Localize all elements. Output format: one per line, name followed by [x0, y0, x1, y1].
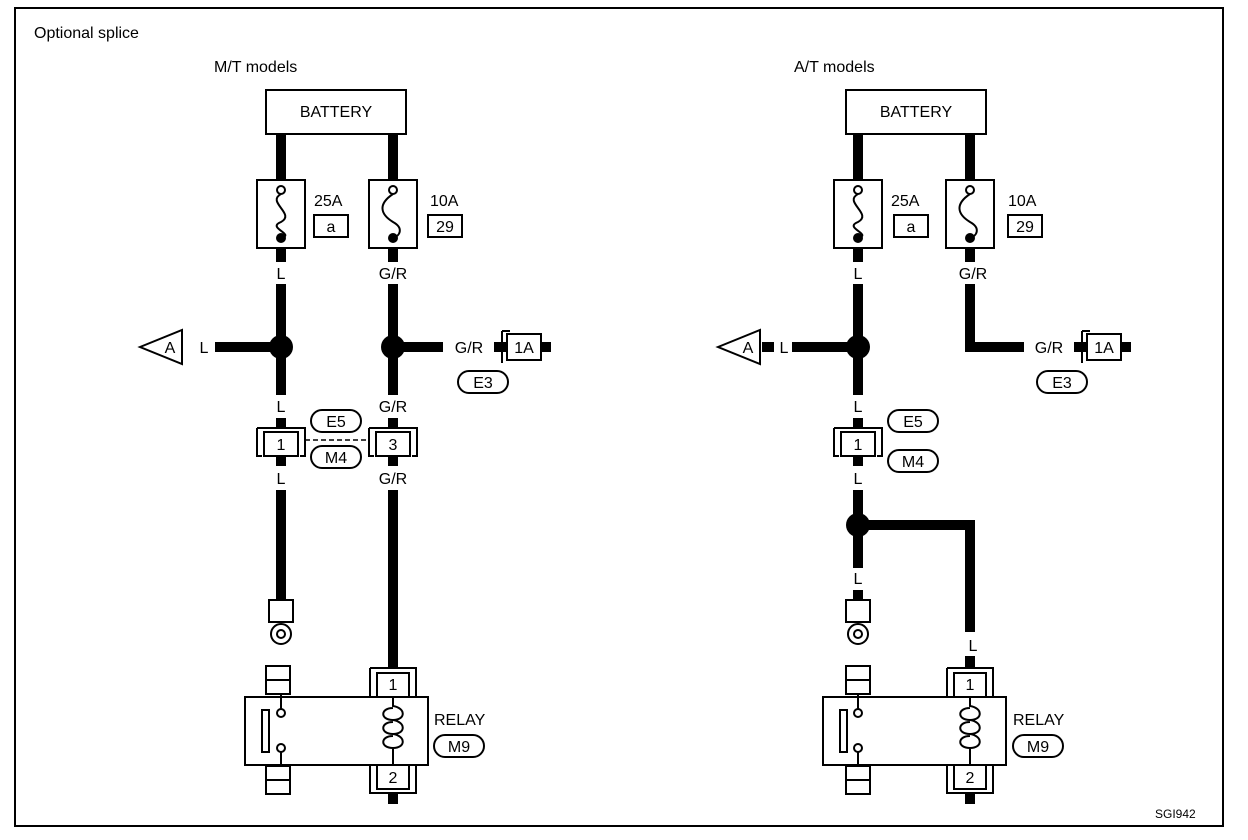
at-arrow-a-label: A [743, 340, 754, 357]
at-connector-1a-label: 1A [1094, 340, 1114, 357]
at-pin-1-label: 1 [854, 437, 863, 454]
mt-wire-label-gr: G/R [379, 399, 407, 416]
at-ground-icon [845, 599, 871, 645]
mt-battery-box [265, 89, 407, 135]
mt-fuse-29-id: 29 [436, 219, 454, 236]
mt-battery-label: BATTERY [300, 104, 373, 121]
at-battery-label: BATTERY [880, 104, 953, 121]
at-wire-label-l: L [854, 399, 863, 416]
mt-connector-m4-badge [310, 445, 362, 469]
at-fuse-10a [945, 179, 995, 249]
mt-wire-label-l: L [277, 266, 286, 283]
at-connector-e5-badge [887, 409, 939, 433]
mt-connector-e3-label: E3 [473, 375, 493, 392]
mt-fuse-a-id: a [327, 219, 336, 236]
mt-connector-e5-badge [310, 409, 362, 433]
mt-relay-pin-1: 1 [389, 677, 398, 694]
mt-fuse-10a-rating: 10A [430, 193, 459, 210]
at-wire-label-l: L [854, 266, 863, 283]
mt-connector-e3-badge [457, 370, 509, 394]
at-fuse-25a [833, 179, 883, 249]
at-wire-label-l: L [854, 471, 863, 488]
at-fuse-29-id: 29 [1016, 219, 1034, 236]
at-connector-e3-label: E3 [1052, 375, 1072, 392]
at-relay [822, 665, 1007, 804]
mt-fuse-a-box [313, 214, 349, 238]
mt-connector-1a [501, 330, 551, 363]
at-wire-label-l: L [854, 571, 863, 588]
mt-ground-icon [268, 599, 294, 645]
at-arrow-a-icon [715, 328, 761, 366]
mt-wire-label-gr: G/R [379, 266, 407, 283]
mt-wire-label-gr: G/R [379, 471, 407, 488]
at-battery-box [845, 89, 987, 135]
mt-wire-label-gr: G/R [455, 340, 483, 357]
mt-pin-1-label: 1 [277, 437, 286, 454]
at-fuse-a-id: a [907, 219, 916, 236]
at-title: A/T models [794, 59, 875, 76]
at-relay-m9-badge [1012, 734, 1064, 758]
at-connector-e5-label: E5 [903, 414, 923, 431]
mt-relay-label: RELAY [434, 712, 486, 729]
at-wire [965, 284, 1024, 352]
at-fuse-10a-rating: 10A [1008, 193, 1037, 210]
at-wire [858, 520, 975, 632]
at-wire-label-l: L [969, 638, 978, 655]
at-wire-label-gr: G/R [959, 266, 987, 283]
at-fuse-29-box [1007, 214, 1043, 238]
at-relay-pin-1: 1 [966, 677, 975, 694]
at-connector-m4-badge [887, 449, 939, 473]
mt-relay-m9-badge [433, 734, 485, 758]
mt-fuse-10a [368, 179, 418, 249]
at-connector-e3-badge [1036, 370, 1088, 394]
mt-wire-label-l: L [277, 399, 286, 416]
mt-relay-id: M9 [448, 739, 470, 756]
at-connector-m4-label: M4 [902, 454, 924, 471]
diagram-frame [14, 7, 1224, 827]
at-wire-label-gr: G/R [1035, 340, 1063, 357]
at-fuse-a-box [893, 214, 929, 238]
mt-title: M/T models [214, 59, 297, 76]
mt-fuse-25a-rating: 25A [314, 193, 343, 210]
mt-connector-e5-label: E5 [326, 414, 346, 431]
diagram-code: SGI942 [1155, 807, 1196, 821]
at-relay-label: RELAY [1013, 712, 1065, 729]
mt-relay-pin-2: 2 [389, 770, 398, 787]
at-relay-pin-2: 2 [966, 770, 975, 787]
at-relay-id: M9 [1027, 739, 1049, 756]
at-wire-label-l: L [780, 340, 789, 357]
mt-connector-1a-label: 1A [514, 340, 534, 357]
mt-fuse-29-box [427, 214, 463, 238]
mt-fuse-25a [256, 179, 306, 249]
mt-connector-e5-pin1 [256, 427, 306, 457]
at-section: A/T models BATTERY 25A a 10A 29 L L [715, 59, 1131, 804]
mt-arrow-a-label: A [165, 340, 176, 357]
mt-section: M/T models BATTERY 25A a 10A 29 L [137, 59, 551, 804]
at-connector-1a [1081, 330, 1131, 363]
mt-relay [244, 665, 429, 804]
mt-wire-label-l: L [277, 471, 286, 488]
mt-wire-label-l: L [200, 340, 209, 357]
mt-connector-m4-label: M4 [325, 450, 347, 467]
mt-arrow-a-icon [137, 328, 183, 366]
mt-pin-3-label: 3 [389, 437, 398, 454]
header-title: Optional splice [34, 25, 139, 42]
at-fuse-25a-rating: 25A [891, 193, 920, 210]
